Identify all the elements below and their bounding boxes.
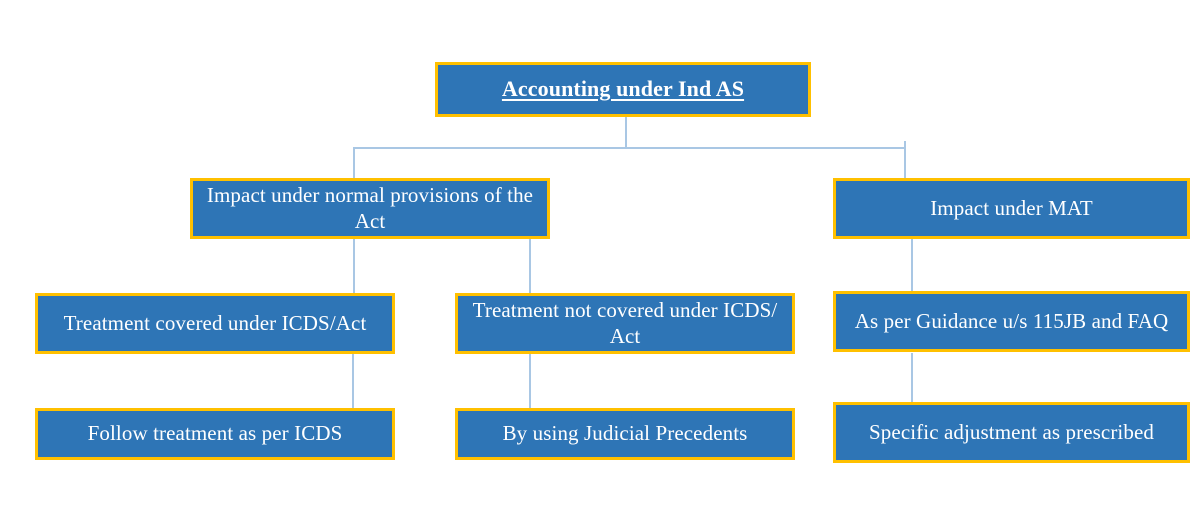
connector-root-to-mat: [904, 141, 906, 179]
connector-mat-to-guidance: [911, 238, 913, 294]
node-treatment-not-covered-label: Treatment not covered under ICDS/ Act: [472, 297, 778, 348]
connector-normal-provisions-to-covered: [353, 238, 355, 294]
connector-root-bar: [353, 147, 906, 149]
connector-root-to-normal-provisions: [353, 147, 355, 179]
connector-not-covered-to-judicial: [529, 353, 531, 409]
node-specific-adjustment[interactable]: Specific adjustment as prescribed: [833, 402, 1190, 463]
node-judicial-precedents[interactable]: By using Judicial Precedents: [455, 408, 795, 460]
node-root-label: Accounting under Ind AS: [501, 76, 745, 102]
connector-normal-provisions-to-not-covered: [529, 238, 531, 294]
connector-guidance-to-specific-adjustment: [911, 353, 913, 403]
node-treatment-covered-label: Treatment covered under ICDS/Act: [63, 310, 367, 335]
node-normal-provisions[interactable]: Impact under normal provisions of the Ac…: [190, 178, 550, 239]
node-root[interactable]: Accounting under Ind AS: [435, 62, 811, 117]
node-treatment-not-covered[interactable]: Treatment not covered under ICDS/ Act: [455, 293, 795, 354]
node-guidance-label: As per Guidance u/s 115JB and FAQ: [854, 308, 1169, 333]
node-treatment-covered[interactable]: Treatment covered under ICDS/Act: [35, 293, 395, 354]
node-specific-adjustment-label: Specific adjustment as prescribed: [869, 419, 1154, 444]
connector-root-stem: [625, 116, 627, 149]
node-mat-label: Impact under MAT: [930, 195, 1093, 220]
node-mat[interactable]: Impact under MAT: [833, 178, 1190, 239]
node-judicial-precedents-label: By using Judicial Precedents: [502, 421, 748, 446]
connector-covered-to-follow-icds: [352, 353, 354, 409]
node-guidance[interactable]: As per Guidance u/s 115JB and FAQ: [833, 291, 1190, 352]
node-follow-icds-label: Follow treatment as per ICDS: [87, 421, 343, 446]
node-follow-icds[interactable]: Follow treatment as per ICDS: [35, 408, 395, 460]
node-normal-provisions-label: Impact under normal provisions of the Ac…: [206, 182, 534, 233]
